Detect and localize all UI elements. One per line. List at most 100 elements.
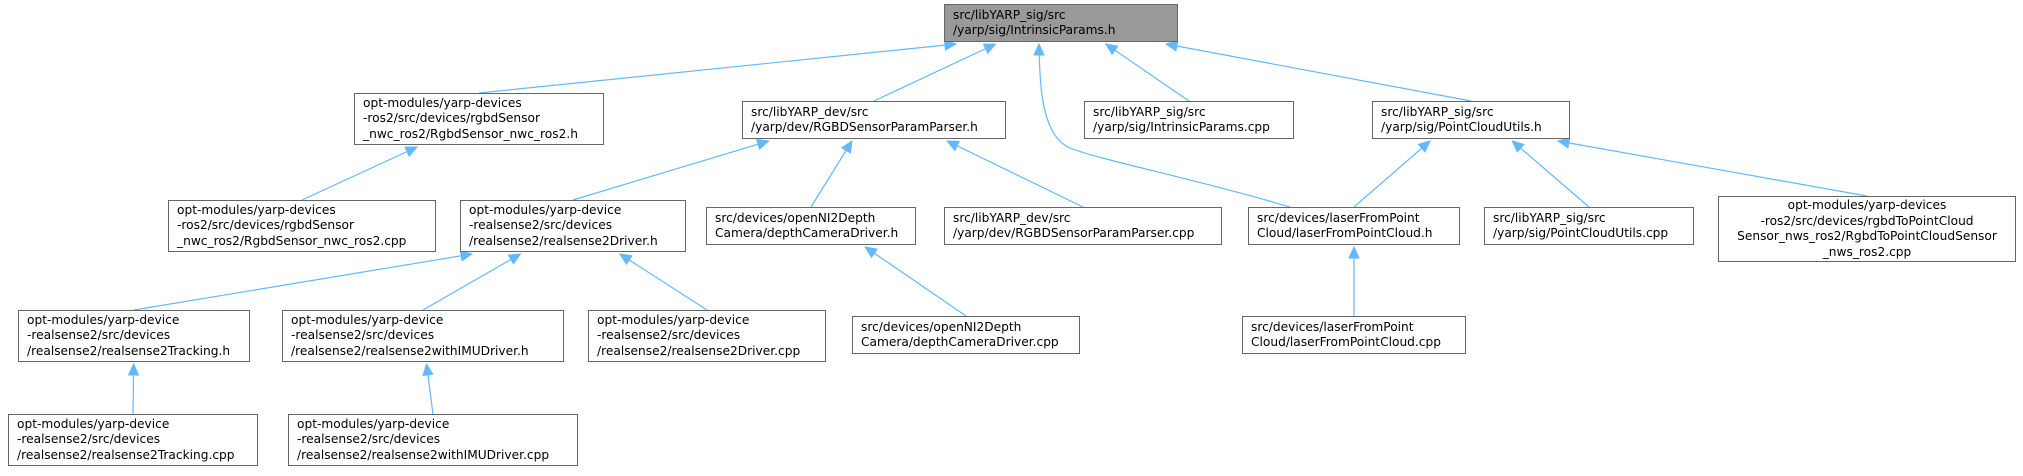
node-label-line: /realsense2/realsense2withIMUDriver.cpp — [297, 447, 550, 462]
node-label-line: -realsense2/src/devices — [597, 328, 741, 343]
node-label-line: -ros2/src/devices/rgbdSensor — [177, 218, 354, 233]
node-label-line: /realsense2/realsense2Tracking.h — [27, 343, 231, 358]
edge-laser_h-to-intrinsic_h — [1038, 45, 1291, 208]
node-rs2tracking-cpp[interactable]: opt-modules/yarp-device-realsense2/src/d… — [8, 414, 258, 466]
node-label-line: src/devices/laserFromPoint — [1257, 210, 1420, 225]
node-label-line: /yarp/dev/RGBDSensorParamParser.cpp — [953, 226, 1195, 240]
node-pointcloud-cpp[interactable]: src/libYARP_sig/src/yarp/sig/PointCloudU… — [1484, 207, 1694, 245]
edge-arrowhead — [1164, 40, 1179, 52]
node-rgbd2pc-cpp[interactable]: opt-modules/yarp-devices-ros2/src/device… — [1718, 196, 2016, 262]
node-pointcloud-h[interactable]: src/libYARP_sig/src/yarp/sig/PointCloudU… — [1372, 101, 1570, 139]
edge-arrowhead — [459, 250, 474, 262]
node-rs2imu-cpp[interactable]: opt-modules/yarp-device-realsense2/src/d… — [288, 414, 578, 466]
node-label-line: opt-modules/yarp-devices — [363, 95, 522, 110]
node-rs2imu-h[interactable]: opt-modules/yarp-device-realsense2/src/d… — [282, 310, 564, 362]
node-label-line: _nws_ros2.cpp — [1822, 244, 1912, 259]
edge-pointcloud_h-to-intrinsic_h — [1165, 43, 1472, 102]
node-rgbd-nwc-h[interactable]: opt-modules/yarp-devices-ros2/src/device… — [354, 93, 604, 145]
edge-arrowhead — [840, 139, 853, 154]
node-label-line: opt-modules/yarp-device — [469, 202, 622, 217]
node-intrinsic-h: src/libYARP_sig/src/yarp/sig/IntrinsicPa… — [944, 4, 1178, 42]
node-label-line: -realsense2/src/devices — [27, 328, 171, 343]
node-label-line: -realsense2/src/devices — [297, 432, 441, 447]
edge-rgbd_nwc_h-to-intrinsic_h — [478, 43, 957, 94]
node-label-line: /yarp/sig/PointCloudUtils.cpp — [1493, 226, 1669, 240]
node-label-line: src/libYARP_dev/src — [751, 104, 869, 119]
edge-arrowhead — [1033, 42, 1045, 56]
node-label-line: Cloud/laserFromPointCloud.h — [1257, 226, 1433, 240]
node-label-line: src/libYARP_sig/src — [1381, 104, 1494, 119]
node-label-line: src/libYARP_sig/src — [953, 7, 1066, 22]
node-rgbd-parser-h[interactable]: src/libYARP_dev/src/yarp/dev/RGBDSensorP… — [742, 101, 1006, 139]
edge-intrinsic_cpp-to-intrinsic_h — [1105, 43, 1190, 102]
edge-pointcloud_cpp-to-pointcloud_h — [1511, 140, 1590, 208]
edge-rs2driver_h-to-rgbd_parser_h — [572, 140, 769, 201]
edge-rgbd_parser_cpp-to-rgbd_parser_h — [946, 140, 1084, 208]
edge-arrowhead — [1104, 43, 1119, 56]
node-label-line: Camera/depthCameraDriver.cpp — [861, 335, 1059, 349]
edge-rs2driver_cpp-to-rs2driver_h — [619, 253, 708, 311]
node-label-line: src/libYARP_dev/src — [953, 210, 1071, 225]
node-label-line: src/libYARP_sig/src — [1493, 210, 1606, 225]
edge-arrowhead — [864, 246, 879, 259]
edge-rgbd_parser_h-to-intrinsic_h — [873, 43, 996, 102]
node-label-line: src/devices/openNI2Depth — [861, 319, 1022, 334]
node-label-line: opt-modules/yarp-device — [597, 312, 750, 327]
edge-rs2imu_h-to-rs2driver_h — [422, 253, 521, 311]
edge-laser_h-to-pointcloud_h — [1353, 140, 1431, 208]
node-label-line: -ros2/src/devices/rgbdSensor — [363, 111, 540, 126]
edge-rgbd_nwc_cpp-to-rgbd_nwc_h — [301, 146, 418, 201]
node-label-line: /yarp/dev/RGBDSensorParamParser.h — [751, 120, 978, 134]
node-label-line: Sensor_nws_ros2/RgbdToPointCloudSensor — [1737, 229, 1997, 243]
edge-arrowhead — [946, 140, 961, 152]
edge-arrowhead — [1348, 245, 1360, 259]
node-label-line: /realsense2/realsense2Tracking.cpp — [17, 447, 235, 462]
edge-arrowhead — [1417, 140, 1431, 153]
edge-arrowhead — [1556, 137, 1571, 149]
node-label-line: opt-modules/yarp-device — [17, 416, 170, 431]
node-label-line: Camera/depthCameraDriver.h — [715, 226, 899, 240]
node-label-line: /yarp/sig/PointCloudUtils.h — [1381, 120, 1542, 134]
edge-depthcam_h-to-rgbd_parser_h — [810, 140, 853, 208]
node-intrinsic-cpp[interactable]: src/libYARP_sig/src/yarp/sig/IntrinsicPa… — [1084, 101, 1294, 139]
node-rs2driver-h[interactable]: opt-modules/yarp-device-realsense2/src/d… — [460, 200, 686, 252]
node-label-line: /realsense2/realsense2withIMUDriver.h — [291, 343, 529, 358]
edge-arrowhead — [618, 253, 633, 266]
node-rs2tracking-h[interactable]: opt-modules/yarp-device-realsense2/src/d… — [18, 310, 250, 362]
edge-arrowhead — [404, 146, 419, 158]
node-label-line: Cloud/laserFromPointCloud.cpp — [1251, 335, 1441, 349]
edge-arrowhead — [127, 362, 140, 376]
edge-rgbd2pc_cpp-to-pointcloud_h — [1557, 140, 1868, 197]
node-label-line: /realsense2/realsense2Driver.h — [469, 233, 658, 248]
edge-arrowhead — [943, 39, 958, 51]
edge-arrowhead — [982, 43, 997, 55]
node-label-line: opt-modules/yarp-device — [297, 416, 450, 431]
node-rgbd-parser-cpp[interactable]: src/libYARP_dev/src/yarp/dev/RGBDSensorP… — [944, 207, 1222, 245]
edge-depthcam_cpp-to-depthcam_h — [864, 246, 967, 317]
node-label-line: /yarp/sig/IntrinsicParams.cpp — [1093, 120, 1270, 134]
node-label-line: src/libYARP_sig/src — [1093, 104, 1206, 119]
node-rgbd-nwc-cpp[interactable]: opt-modules/yarp-devices-ros2/src/device… — [168, 200, 436, 252]
node-label-line: src/devices/laserFromPoint — [1251, 319, 1414, 334]
node-label-line: -ros2/src/devices/rgbdToPointCloud — [1760, 213, 1974, 228]
edge-arrowhead — [1511, 140, 1525, 153]
edge-arrowhead — [507, 253, 522, 265]
node-label-line: opt-modules/yarp-device — [27, 312, 180, 327]
node-rs2driver-cpp[interactable]: opt-modules/yarp-device-realsense2/src/d… — [588, 310, 826, 362]
node-label-line: _nwc_ros2/RgbdSensor_nwc_ros2.h — [363, 126, 578, 141]
node-label-line: /yarp/sig/IntrinsicParams.h — [953, 23, 1116, 37]
node-label-line: opt-modules/yarp-device — [291, 312, 444, 327]
node-label-line: -realsense2/src/devices — [469, 218, 613, 233]
node-label-line: -realsense2/src/devices — [17, 432, 161, 447]
node-label-line: src/devices/openNI2Depth — [715, 210, 876, 225]
node-label-line: _nwc_ros2/RgbdSensor_nwc_ros2.cpp — [177, 233, 407, 248]
node-label-line: /realsense2/realsense2Driver.cpp — [597, 343, 801, 358]
node-label-line: opt-modules/yarp-devices — [1787, 198, 1947, 212]
node-label-line: -realsense2/src/devices — [291, 328, 435, 343]
